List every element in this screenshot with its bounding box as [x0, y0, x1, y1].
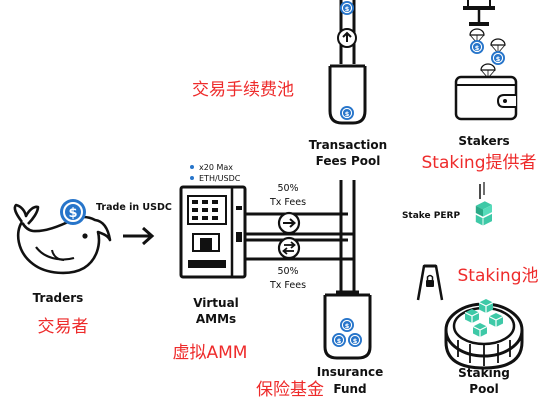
spec-bullet-icon: [190, 165, 194, 169]
split-arrow-icon: [277, 211, 301, 235]
amm-label-1: Virtual: [193, 296, 239, 310]
fees-top-pct: 50%: [277, 183, 298, 194]
wet-floor-sign-icon: [416, 264, 444, 301]
fees-top-label: Tx Fees: [269, 197, 306, 208]
stakers-dispenser-icon: [463, 0, 506, 92]
amm-label-2: AMMs: [196, 312, 236, 326]
insurance-label-zh: 保险基金: [256, 380, 324, 400]
exchange-arrows-icon: [277, 236, 301, 260]
amm-label-zh: 虚拟AMM: [173, 343, 248, 363]
amm-spec-1: x20 Max: [199, 163, 233, 172]
trade-label: Trade in USDC: [96, 202, 172, 213]
svg-text:$: $: [68, 206, 77, 221]
transaction-pool-label-2: Fees Pool: [316, 154, 381, 168]
traders-label: Traders: [33, 291, 84, 305]
fees-bottom-pct: 50%: [277, 266, 298, 277]
traders-label-zh: 交易者: [38, 317, 89, 337]
insurance-label-1: Insurance: [317, 365, 384, 379]
transaction-fees-pool-icon: [328, 0, 367, 125]
staking-pool-icon: [444, 298, 524, 370]
staking-pool-label-2: Pool: [469, 382, 498, 396]
perp-token-icon: [475, 201, 492, 226]
transaction-pool-label-zh: 交易手续费池: [192, 80, 294, 100]
insurance-fund-icon: [323, 293, 372, 360]
stake-perp-label: Stake PERP: [402, 211, 461, 221]
trade-arrow-icon: [123, 226, 155, 246]
staking-pool-label-1: Staking: [458, 366, 510, 380]
wallet-icon: [454, 75, 518, 121]
insurance-label-2: Fund: [333, 382, 366, 396]
transaction-pool-label-1: Transaction: [309, 138, 387, 152]
stakers-label: Stakers: [458, 134, 509, 148]
amm-spec-2: ETH/USDC: [199, 174, 241, 183]
spec-bullet-icon: [190, 176, 194, 180]
staking-pool-label-zh: Staking池: [457, 266, 538, 286]
usdc-coin-icon: $: [60, 199, 86, 225]
fees-bottom-label: Tx Fees: [269, 280, 306, 291]
stakers-label-zh: Staking提供者: [421, 153, 536, 173]
whale-icon: [13, 203, 112, 275]
drip-arrow-icon: [479, 182, 485, 199]
vending-machine-icon: [179, 185, 247, 279]
